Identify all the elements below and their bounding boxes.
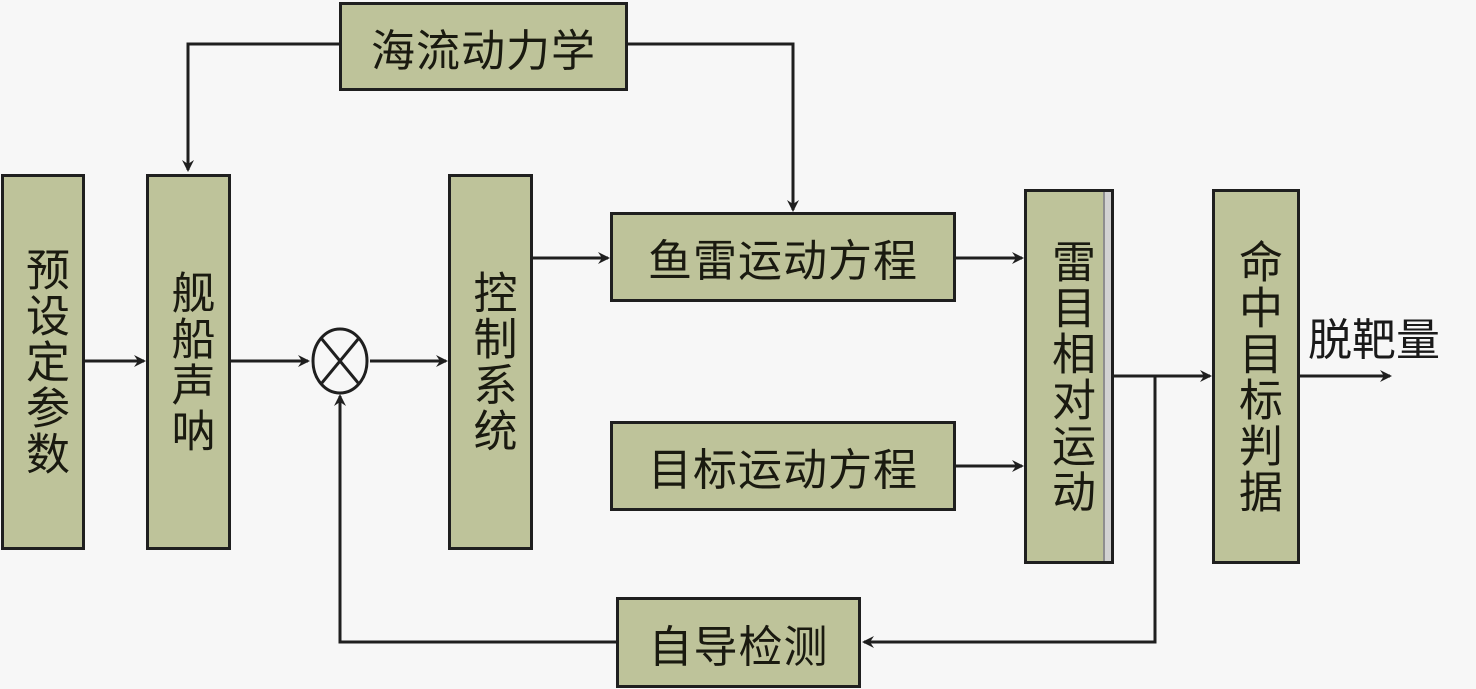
block-label: 命中目标判据 <box>1231 238 1282 515</box>
block-relative-motion: 雷目相对运动 <box>1024 189 1114 564</box>
summing-junction <box>311 327 369 395</box>
block-hit-target-criterion: 命中目标判据 <box>1212 189 1300 564</box>
block-preset-parameters: 预设定参数 <box>1 174 85 550</box>
block-label: 控制系统 <box>465 270 517 454</box>
block-ocean-current-dynamics: 海流动力学 <box>339 2 628 91</box>
block-label: 舰船声呐 <box>163 270 215 454</box>
block-control-system: 控制系统 <box>448 174 533 550</box>
block-label: 自导检测 <box>648 621 829 673</box>
edge-ocean-to-torpedo <box>627 42 799 212</box>
output-label-miss-distance: 脱靶量 <box>1308 315 1440 366</box>
block-label: 雷目相对运动 <box>1044 238 1095 515</box>
block-target-motion-equation: 目标运动方程 <box>610 421 956 511</box>
block-torpedo-motion-equation: 鱼雷运动方程 <box>610 212 956 302</box>
edge-homing-to-junction <box>334 394 616 644</box>
block-label: 海流动力学 <box>371 25 596 77</box>
block-homing-detection: 自导检测 <box>616 597 861 688</box>
edge-relative-to-homing <box>862 376 1157 648</box>
block-label: 预设定参数 <box>18 247 69 477</box>
block-label: 目标运动方程 <box>648 445 918 496</box>
edge-ocean-to-sonar <box>182 42 340 172</box>
block-label: 鱼雷运动方程 <box>648 236 918 287</box>
block-ship-sonar: 舰船声呐 <box>146 174 231 550</box>
